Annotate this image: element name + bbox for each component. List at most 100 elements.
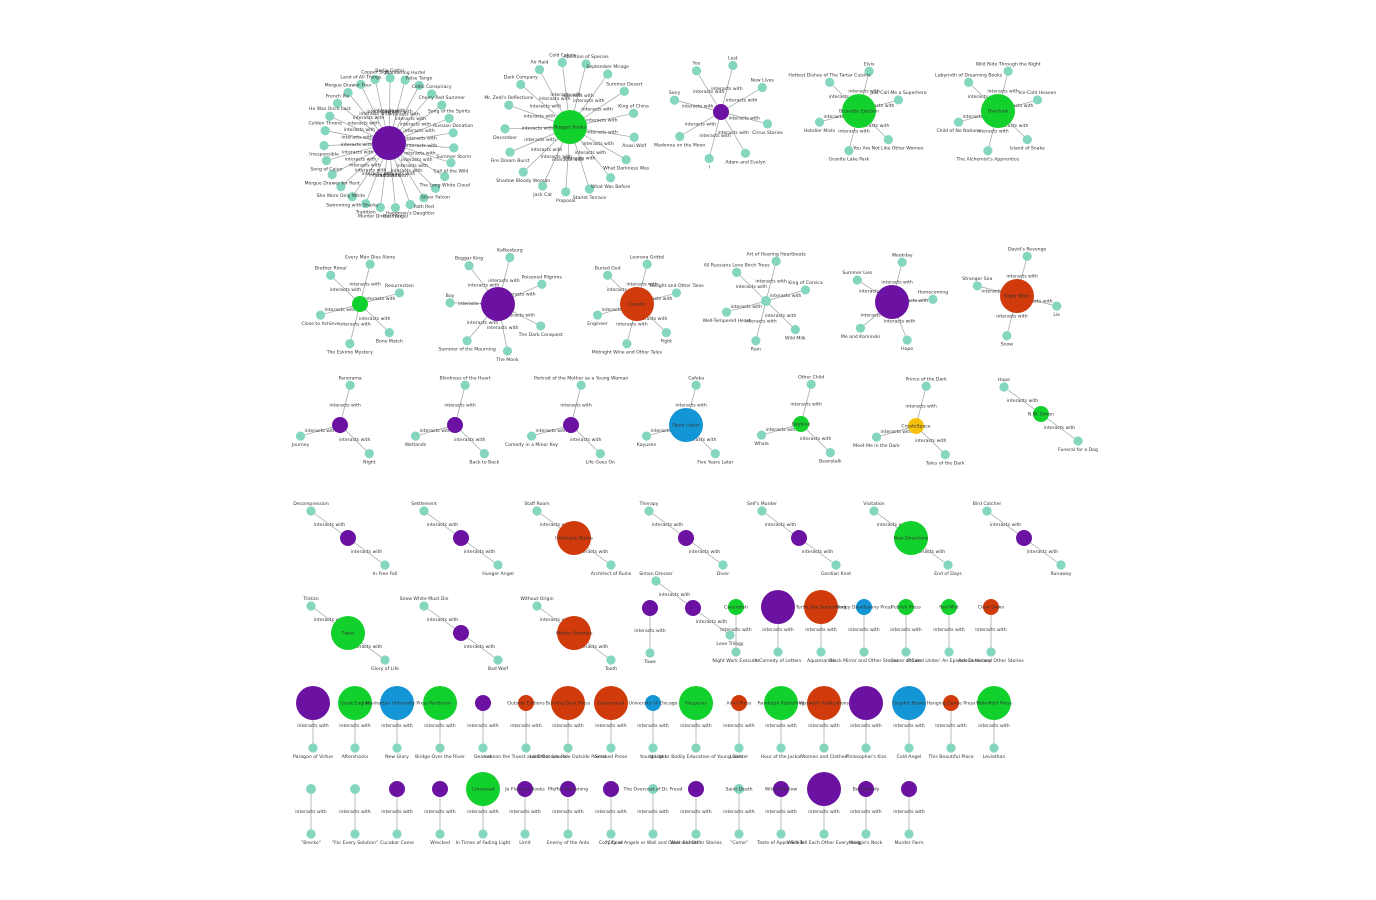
graph-leaf-node[interactable] (661, 328, 671, 338)
graph-hub-node[interactable] (481, 287, 515, 321)
graph-hub-node[interactable] (332, 417, 348, 433)
graph-leaf-node[interactable] (414, 80, 424, 91)
graph-leaf-node[interactable] (864, 66, 874, 76)
graph-leaf-node[interactable] (563, 743, 573, 753)
graph-leaf-node[interactable] (819, 829, 829, 839)
graph-hub-node[interactable] (908, 418, 924, 434)
graph-leaf-node[interactable] (953, 117, 964, 127)
graph-leaf-node[interactable] (380, 655, 390, 665)
graph-leaf-node[interactable] (478, 743, 488, 753)
graph-leaf-node[interactable] (940, 450, 950, 460)
graph-leaf-node[interactable] (419, 506, 429, 516)
graph-hub-node[interactable] (858, 781, 874, 797)
graph-leaf-node[interactable] (928, 294, 938, 304)
graph-hub-node[interactable] (594, 686, 628, 720)
graph-hub-node[interactable] (560, 781, 576, 797)
graph-hub-node[interactable] (340, 530, 356, 546)
graph-leaf-node[interactable] (1032, 95, 1043, 105)
graph-leaf-node[interactable] (629, 132, 639, 142)
graph-leaf-node[interactable] (332, 98, 343, 108)
graph-leaf-node[interactable] (943, 560, 953, 570)
graph-leaf-node[interactable] (557, 57, 567, 68)
graph-hub-node[interactable] (553, 110, 587, 144)
graph-leaf-node[interactable] (449, 143, 459, 153)
graph-hub-node[interactable] (764, 686, 798, 720)
graph-leaf-node[interactable] (964, 77, 974, 87)
graph-leaf-node[interactable] (516, 79, 526, 90)
graph-leaf-node[interactable] (982, 506, 992, 516)
graph-leaf-node[interactable] (751, 336, 761, 346)
graph-leaf-node[interactable] (446, 158, 456, 168)
graph-leaf-node[interactable] (718, 560, 728, 570)
graph-leaf-node[interactable] (410, 431, 421, 441)
graph-leaf-node[interactable] (619, 86, 629, 96)
graph-leaf-node[interactable] (771, 256, 781, 266)
graph-leaf-node[interactable] (493, 560, 503, 570)
graph-leaf-node[interactable] (606, 560, 616, 570)
graph-leaf-node[interactable] (691, 743, 701, 753)
graph-hub-node[interactable] (734, 784, 744, 794)
graph-leaf-node[interactable] (691, 829, 701, 839)
graph-hub-node[interactable] (296, 686, 330, 720)
graph-leaf-node[interactable] (897, 257, 907, 267)
graph-hub-node[interactable] (807, 772, 841, 806)
graph-leaf-node[interactable] (642, 259, 652, 269)
graph-leaf-node[interactable] (728, 60, 738, 71)
graph-leaf-node[interactable] (606, 829, 616, 839)
graph-hub-node[interactable] (603, 781, 619, 797)
graph-leaf-node[interactable] (390, 203, 401, 213)
graph-hub-node[interactable] (856, 599, 872, 615)
graph-leaf-node[interactable] (400, 75, 410, 85)
graph-leaf-node[interactable] (621, 155, 631, 165)
graph-hub-node[interactable] (981, 94, 1015, 128)
graph-leaf-node[interactable] (648, 829, 658, 839)
graph-leaf-node[interactable] (561, 187, 571, 197)
graph-hub-node[interactable] (892, 686, 926, 720)
graph-leaf-node[interactable] (1056, 560, 1066, 570)
graph-leaf-node[interactable] (445, 298, 455, 308)
graph-hub-node[interactable] (620, 287, 654, 321)
graph-leaf-node[interactable] (308, 743, 318, 753)
graph-leaf-node[interactable] (336, 182, 346, 192)
graph-leaf-node[interactable] (392, 743, 402, 753)
graph-leaf-node[interactable] (883, 135, 893, 145)
graph-leaf-node[interactable] (902, 335, 912, 345)
graph-leaf-node[interactable] (462, 336, 472, 346)
graph-leaf-node[interactable] (904, 829, 914, 839)
graph-leaf-node[interactable] (435, 743, 445, 753)
graph-leaf-node[interactable] (306, 506, 316, 516)
graph-leaf-node[interactable] (671, 288, 682, 298)
graph-leaf-node[interactable] (538, 181, 548, 191)
graph-hub-node[interactable] (447, 417, 463, 433)
graph-hub-node[interactable] (352, 296, 368, 312)
graph-leaf-node[interactable] (648, 743, 658, 753)
graph-leaf-node[interactable] (740, 148, 751, 158)
graph-leaf-node[interactable] (989, 743, 999, 753)
graph-leaf-node[interactable] (628, 108, 639, 118)
graph-hub-node[interactable] (901, 781, 917, 797)
graph-leaf-node[interactable] (343, 87, 353, 98)
graph-leaf-node[interactable] (603, 270, 613, 280)
graph-leaf-node[interactable] (773, 647, 783, 657)
graph-leaf-node[interactable] (861, 743, 871, 753)
graph-leaf-node[interactable] (855, 323, 866, 333)
graph-leaf-node[interactable] (427, 89, 437, 99)
graph-hub-node[interactable] (432, 781, 448, 797)
graph-hub-node[interactable] (791, 530, 807, 546)
graph-leaf-node[interactable] (734, 743, 744, 753)
graph-leaf-node[interactable] (325, 111, 335, 121)
graph-leaf-node[interactable] (361, 199, 371, 209)
graph-hub-node[interactable] (761, 590, 795, 624)
graph-hub-node[interactable] (518, 695, 534, 711)
graph-leaf-node[interactable] (734, 829, 744, 839)
graph-hub-node[interactable] (1016, 530, 1032, 546)
graph-leaf-node[interactable] (651, 576, 661, 586)
graph-leaf-node[interactable] (756, 430, 767, 440)
graph-hub-node[interactable] (943, 695, 959, 711)
graph-leaf-node[interactable] (440, 171, 450, 182)
graph-hub-node[interactable] (793, 416, 809, 432)
graph-hub-node[interactable] (773, 781, 789, 797)
graph-hub-node[interactable] (679, 686, 713, 720)
graph-leaf-node[interactable] (364, 449, 374, 459)
graph-leaf-node[interactable] (844, 146, 854, 156)
